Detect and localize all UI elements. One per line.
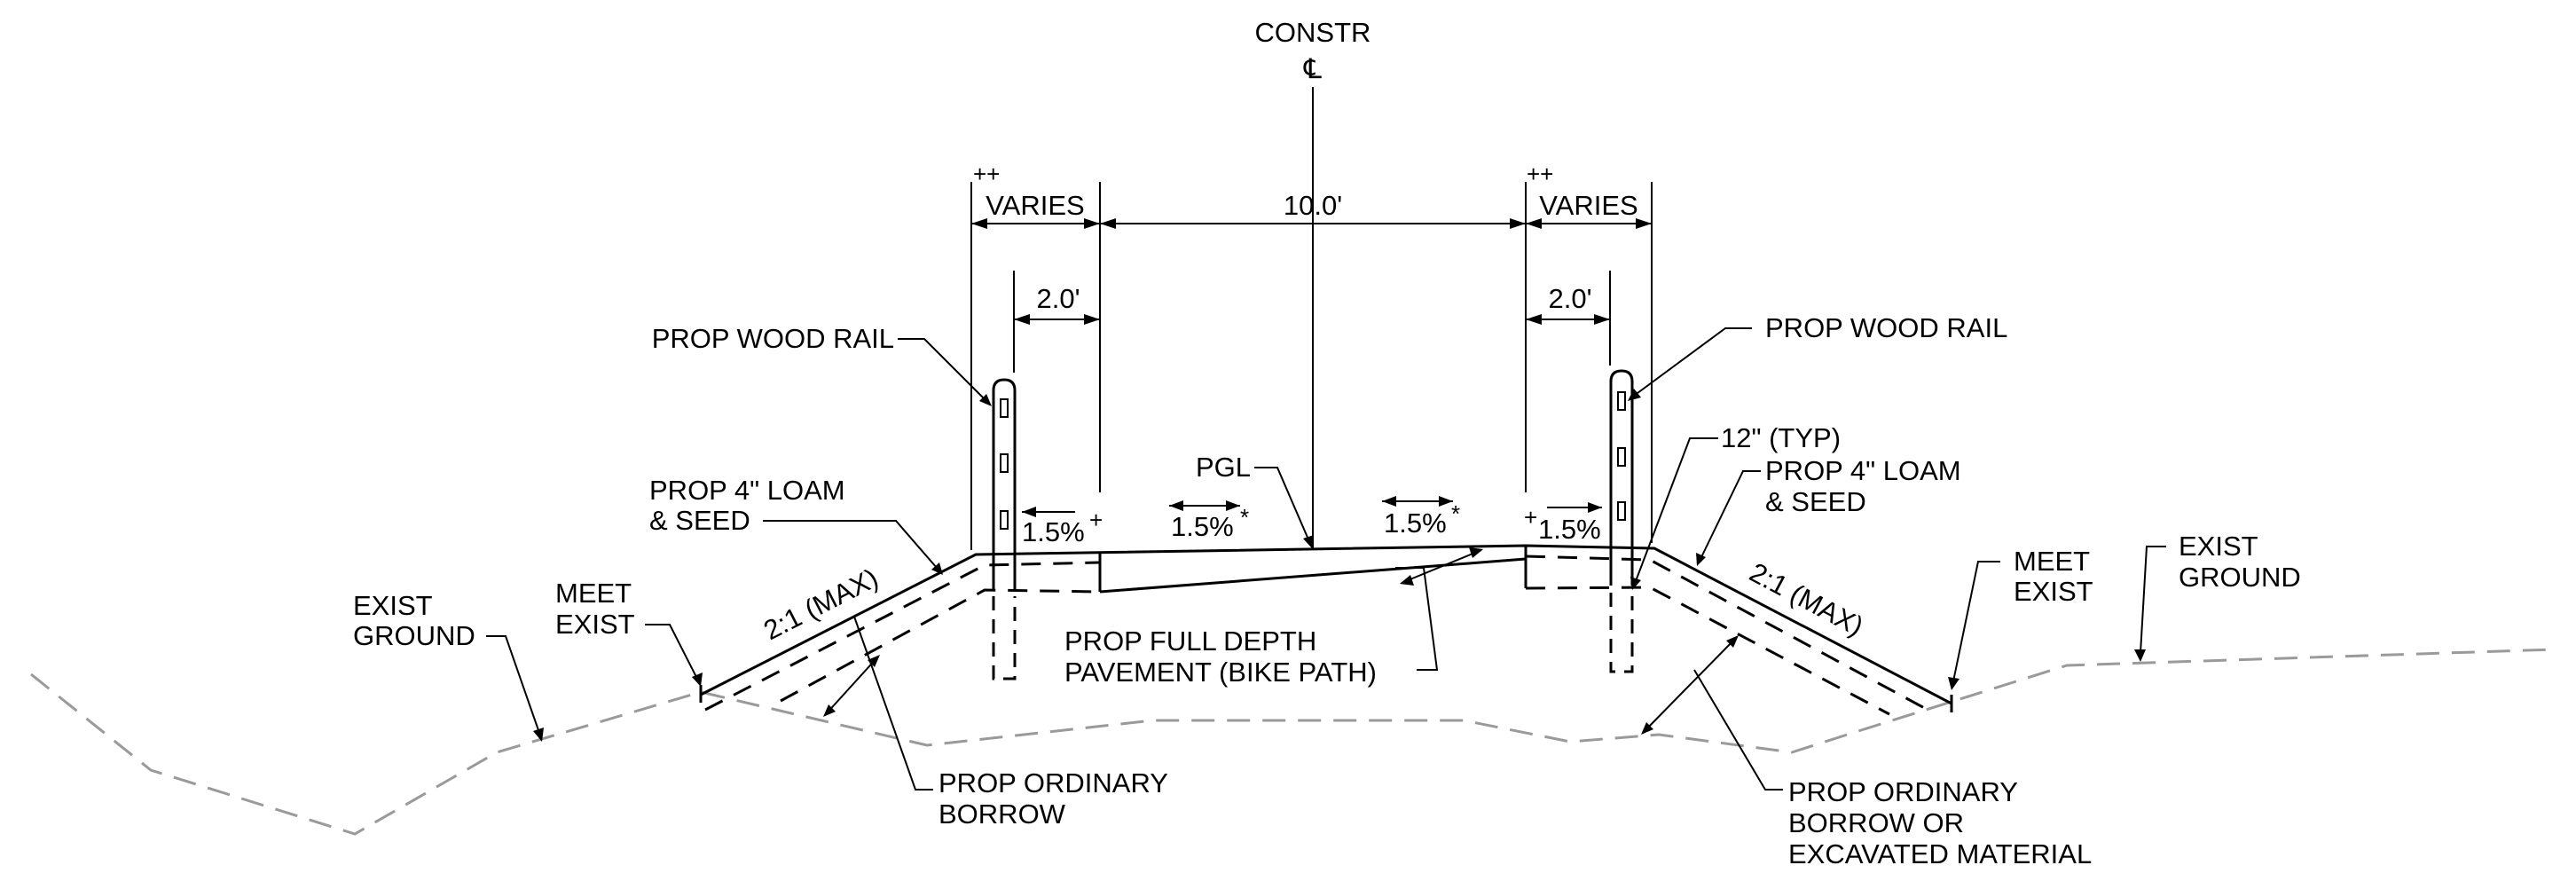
leader-wood-rail-right xyxy=(1633,327,1752,397)
dim-offset-right-label: 2.0' xyxy=(1548,283,1591,314)
callout-borrow-right-line2: BORROW OR xyxy=(1788,807,1964,838)
borrow-right-depth-arrow xyxy=(1642,636,1738,734)
callout-meet-right-line2: EXIST xyxy=(2014,576,2093,607)
leader-wood-rail-left xyxy=(898,338,986,400)
dim-plus-plus-left: ++ xyxy=(973,161,1000,187)
slope-lane-left-mark: * xyxy=(1240,504,1249,531)
leader-typ-12 xyxy=(1635,437,1718,582)
centerline-symbol: ℄ xyxy=(1303,53,1322,84)
callout-meet-left-line1: MEET xyxy=(555,578,632,609)
leader-pavement-arrow xyxy=(1401,549,1482,584)
leader-pavement xyxy=(1395,567,1439,671)
callout-wood-rail-left: PROP WOOD RAIL xyxy=(652,323,894,354)
callout-pavement-line2: PAVEMENT (BIKE PATH) xyxy=(1064,657,1377,688)
callout-typ-12: 12" (TYP) xyxy=(1721,422,1841,453)
loam-layer-line xyxy=(704,561,1101,712)
borrow-subgrade-line-right xyxy=(1525,586,1890,716)
callout-borrow-right-line3: EXCAVATED MATERIAL xyxy=(1788,838,2092,869)
callout-wood-rail-right: PROP WOOD RAIL xyxy=(1765,312,2007,343)
slope-shoulder-right-mark: + xyxy=(1524,504,1537,531)
slope-shoulder-left-mark: + xyxy=(1089,507,1103,533)
leader-loam-left xyxy=(763,520,938,569)
callout-loam-left-line1: PROP 4" LOAM xyxy=(649,475,845,506)
callout-ground-left-line1: EXIST xyxy=(353,590,433,621)
callout-loam-left-line2: & SEED xyxy=(649,505,750,536)
wood-rail-left xyxy=(992,378,1017,680)
leader-ground-left xyxy=(486,635,540,734)
callout-ground-right-line1: EXIST xyxy=(2179,531,2258,562)
leader-borrow-right xyxy=(1693,669,1783,791)
slope-shoulder-right-label: 1.5% xyxy=(1538,514,1601,545)
callout-ground-right-line2: GROUND xyxy=(2179,562,2301,593)
dim-plus-plus-right: ++ xyxy=(1527,161,1553,187)
leader-meet-left xyxy=(645,624,698,680)
callout-loam-right-line2: & SEED xyxy=(1765,486,1866,517)
wood-rail-right xyxy=(1609,369,1634,673)
slope-lane-left-label: 1.5% xyxy=(1171,511,1234,542)
callout-pavement-line1: PROP FULL DEPTH xyxy=(1064,625,1316,657)
leader-borrow-left xyxy=(853,616,933,791)
callout-borrow-left-line2: BORROW xyxy=(939,798,1066,830)
callout-borrow-left-line1: PROP ORDINARY xyxy=(939,767,1168,798)
pavement-bottom-line xyxy=(1099,557,1527,594)
dim-varies-left-label: VARIES xyxy=(986,190,1084,221)
callout-ground-left-line2: GROUND xyxy=(353,620,475,651)
dim-varies-right-label: VARIES xyxy=(1539,190,1637,221)
existing-ground-line xyxy=(30,648,2556,836)
dim-path-width-label: 10.0' xyxy=(1284,190,1342,221)
leader-loam-right xyxy=(1700,470,1761,558)
leader-pgl xyxy=(1254,467,1309,540)
callout-meet-right-line1: MEET xyxy=(2014,546,2090,577)
callout-meet-left-line2: EXIST xyxy=(555,609,635,640)
leader-meet-right xyxy=(1952,561,2000,682)
slope-lane-right-label: 1.5% xyxy=(1384,507,1447,539)
callout-loam-right-line1: PROP 4" LOAM xyxy=(1765,455,1961,486)
slope-lane-right-mark: * xyxy=(1451,500,1460,527)
loam-layer-line-right xyxy=(1525,555,1930,712)
slope-shoulder-left-label: 1.5% xyxy=(1022,516,1085,547)
callout-borrow-right-line1: PROP ORDINARY xyxy=(1788,776,2018,807)
dim-offset-left-label: 2.0' xyxy=(1036,283,1080,314)
leader-ground-right xyxy=(2140,546,2166,654)
centerline-constr-label: CONSTR xyxy=(1255,17,1371,48)
borrow-subgrade-line xyxy=(780,588,1101,703)
callout-pgl: PGL xyxy=(1196,452,1251,483)
borrow-left-depth-arrow xyxy=(824,656,879,716)
